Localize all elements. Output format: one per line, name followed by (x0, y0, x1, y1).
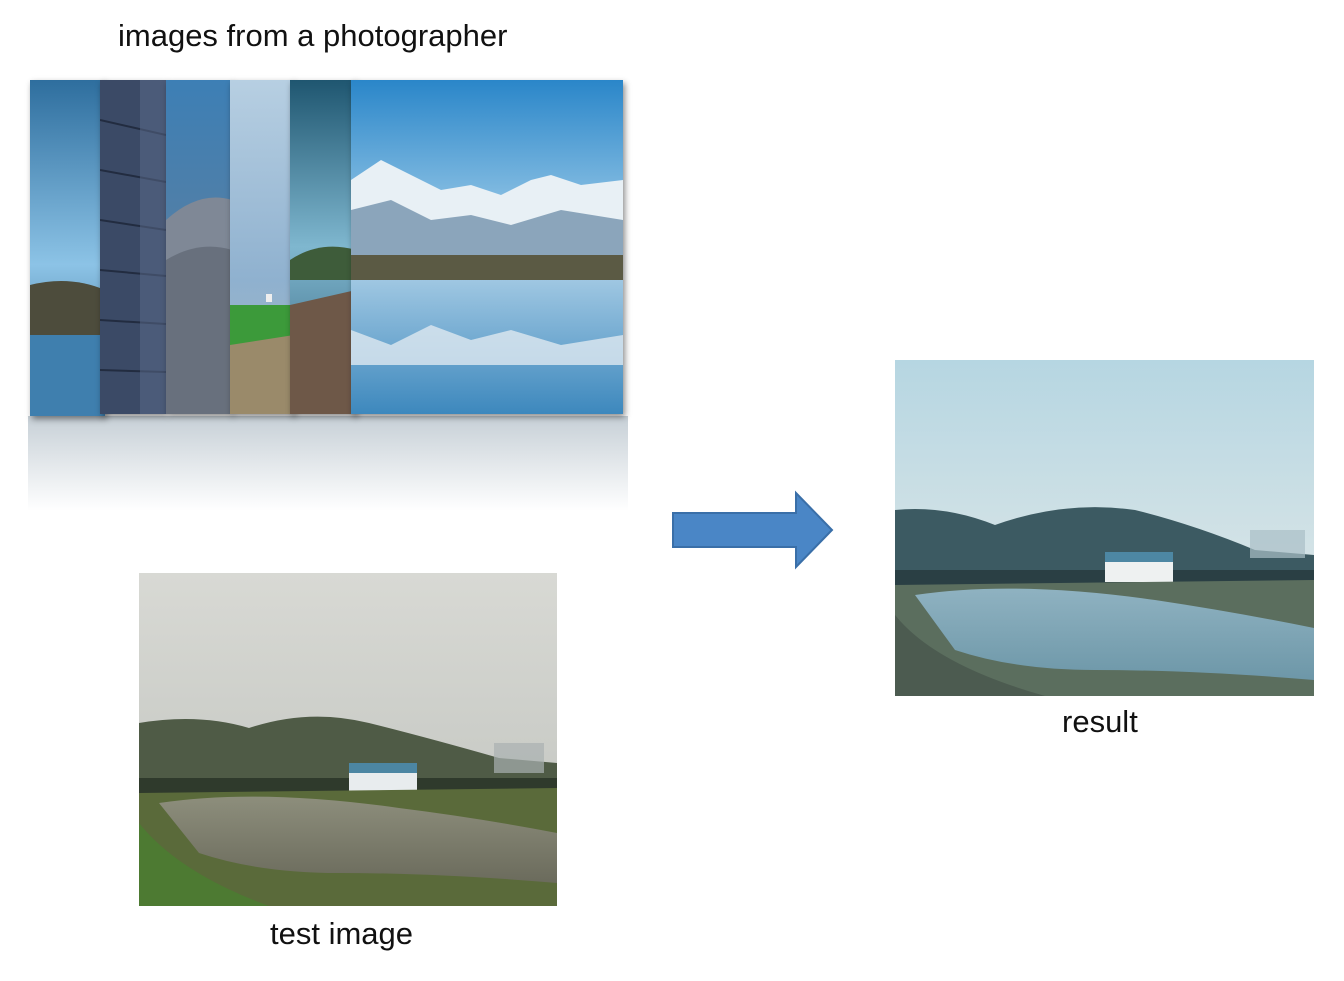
test-image-label: test image (270, 916, 414, 951)
example-photo-6 (351, 80, 623, 414)
photographer-image-stack (28, 78, 633, 518)
example-photo-3 (166, 80, 232, 414)
test-image (139, 573, 557, 906)
photographer-images-label: images from a photographer (118, 18, 508, 53)
stack-reflection (28, 416, 628, 516)
right-arrow-icon (672, 490, 834, 570)
result-image (895, 360, 1314, 696)
example-photo-4 (230, 80, 294, 414)
result-label: result (1062, 704, 1138, 739)
example-photo-5 (290, 80, 356, 414)
example-photo-2 (100, 80, 166, 414)
example-photo-1 (30, 80, 105, 416)
